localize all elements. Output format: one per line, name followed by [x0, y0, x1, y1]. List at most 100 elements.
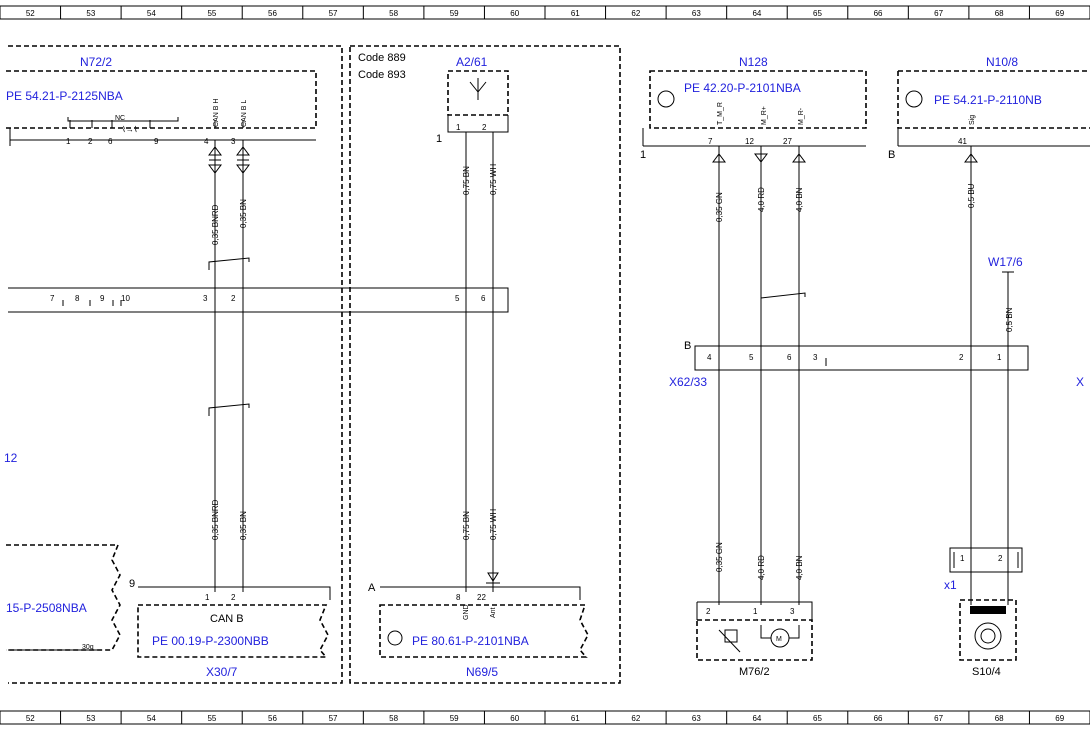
wire-ant2-top: 0,75 WH [489, 164, 498, 195]
component-m76-2[interactable]: 2 1 3 M M76/2 [696, 601, 813, 678]
x62-33-pin-6: 6 [787, 353, 792, 362]
x30-7-ref[interactable]: PE 00.19-P-2300NBB [152, 634, 269, 648]
wire-ant1-top: 0,75 BN [462, 166, 471, 195]
n72-2-nc-label: NC [115, 115, 125, 122]
ruler-number: 59 [450, 9, 459, 18]
n128-ref[interactable]: PE 42.20-P-2101NBA [684, 81, 801, 95]
wire-n128-7-bot: 0,35 GN [715, 542, 724, 572]
code-889: Code 889 [358, 52, 406, 64]
ruler-number: 68 [995, 714, 1004, 723]
ruler-number: 58 [389, 714, 398, 723]
ruler-number: 60 [510, 714, 519, 723]
m76-2-motor: M [776, 636, 782, 643]
n128-pin-12: 12 [745, 137, 754, 146]
ruler-number: 65 [813, 714, 822, 723]
component-n10-8[interactable]: N10/8 PE 54.21-P-2110NB B Sig 41 0,5 BU [888, 55, 1090, 605]
s10-4-pin-2: 2 [998, 554, 1003, 563]
n69-5-ant: Ant [490, 607, 497, 618]
x30-7-label: X30/7 [206, 665, 238, 679]
component-x30-7[interactable]: 9 1 2 CAN B PE 00.19-P-2300NBB X30/7 [129, 578, 331, 679]
n128-pin-7: 7 [708, 137, 713, 146]
bar-pin-3: 3 [203, 294, 208, 303]
ruler-number: 56 [268, 714, 277, 723]
ruler-number: 58 [389, 9, 398, 18]
ruler-number: 64 [752, 9, 761, 18]
ruler-number: 59 [450, 714, 459, 723]
s10-4-pin-1: 1 [960, 554, 965, 563]
ruler-number: 67 [934, 714, 943, 723]
svg-text:⌇→⌇: ⌇→⌇ [122, 125, 138, 134]
ruler-number: 54 [147, 714, 156, 723]
n69-5-ref[interactable]: PE 80.61-P-2101NBA [412, 634, 529, 648]
n72-2-pin-6: 6 [108, 137, 113, 146]
n10-8-pin-41: 41 [958, 137, 967, 146]
x62-33-pin-4: 4 [707, 353, 712, 362]
n128-wires: 0,35 GN 4,0 RD 4,0 BN 0,35 GN 4,0 RD 4,0… [712, 146, 806, 605]
bar-pin-10: 10 [121, 294, 130, 303]
n10-8-ref[interactable]: PE 54.21-P-2110NB [934, 93, 1042, 107]
bar-pin-2: 2 [231, 294, 236, 303]
w17-6-label: W17/6 [988, 255, 1023, 269]
ruler-number: 52 [26, 714, 35, 723]
a2-61-label: A2/61 [456, 55, 488, 69]
n69-5-pin-8: 8 [456, 593, 461, 602]
component-x62-33[interactable]: B 4 5 6 3 2 1 X62/33 X [669, 340, 1084, 389]
n72-2-pin-2: 2 [88, 137, 93, 146]
wire-n10-8-top: 0,5 BU [967, 183, 976, 208]
a2-61-frame-pin: 1 [436, 133, 442, 145]
n72-2-pin-4: 4 [204, 137, 209, 146]
n72-2-ref[interactable]: PE 54.21-P-2125NBA [6, 89, 123, 103]
code-893: Code 893 [358, 69, 406, 81]
wire-can-h-bot: 0,35 BNRD [211, 499, 220, 540]
n69-5-frame-pin: A [368, 582, 376, 594]
n69-5-label: N69/5 [466, 665, 498, 679]
frame-code-889-893 [349, 45, 621, 684]
ruler-number: 56 [268, 9, 277, 18]
x62-33-pin-1: 1 [997, 353, 1002, 362]
s10-4-label: S10/4 [972, 666, 1001, 678]
bar-pin-5: 5 [455, 294, 460, 303]
x62-33-pin-5: 5 [749, 353, 754, 362]
ruler-number: 52 [26, 9, 35, 18]
x62-33-label: X62/33 [669, 375, 707, 389]
ruler-number: 69 [1055, 714, 1064, 723]
ruler-number: 64 [752, 714, 761, 723]
wire-n128-27-bot: 4,0 BN [795, 555, 804, 580]
n72-2-label: N72/2 [80, 55, 112, 69]
ruler-number: 68 [995, 9, 1004, 18]
component-s10-4[interactable]: 1 2 x1 S10/4 [944, 547, 1023, 678]
wire-ant1-bot: 0,75 BN [462, 511, 471, 540]
n10-8-sig: Sig [969, 115, 976, 125]
wire-can-l-bot: 0,35 BN [239, 511, 248, 540]
component-w17-6[interactable]: W17/6 0,5 BN [988, 255, 1023, 605]
left-partial-ref[interactable]: 15-P-2508NBA [6, 601, 87, 615]
bar-pin-8: 8 [75, 294, 80, 303]
can-wires: 0,35 BNRD 0,35 BN 0,35 BNRD 0,35 BN [208, 140, 250, 592]
n72-2-can-b-l: CAN B L [241, 100, 248, 127]
n72-2-can-b-h: CAN B H [213, 99, 220, 127]
bar-pin-6: 6 [481, 294, 486, 303]
x62-33-right-partial: X [1076, 375, 1084, 389]
a2-61-pin-1: 1 [456, 123, 461, 132]
n10-8-frame-pin: B [888, 149, 895, 161]
ruler-number: 66 [874, 9, 883, 18]
wire-can-l-top: 0,35 BN [239, 199, 248, 228]
ruler-number: 62 [631, 714, 640, 723]
component-n72-2[interactable]: N72/2 PE 54.21-P-2125NBA NC ⌇→⌇ 1 2 6 9 … [6, 55, 317, 146]
wire-can-h-top: 0,35 BNRD [211, 204, 220, 245]
wire-n128-27-top: 4,0 BN [795, 187, 804, 212]
component-n128[interactable]: N128 PE 42.20-P-2101NBA 1 T_M_R M_R+ M_R… [640, 55, 867, 161]
ruler-number: 53 [86, 9, 95, 18]
x62-33-pin-2: 2 [959, 353, 964, 362]
ruler-number: 61 [571, 714, 580, 723]
m76-2-label: M76/2 [739, 666, 770, 678]
s10-4-x1: x1 [944, 578, 957, 592]
antenna-wires: 0,75 BN 0,75 WH 0,75 BN 0,75 WH [462, 132, 500, 592]
ruler-number: 65 [813, 9, 822, 18]
component-a2-61[interactable]: A2/61 1 1 2 [436, 55, 509, 145]
ruler-number: 67 [934, 9, 943, 18]
component-n69-5[interactable]: A 8 22 GND Ant PE 80.61-P-2101NBA N69/5 [368, 582, 589, 679]
m76-2-pin-3: 3 [790, 607, 795, 616]
left-partial-label: 12 [4, 451, 18, 465]
